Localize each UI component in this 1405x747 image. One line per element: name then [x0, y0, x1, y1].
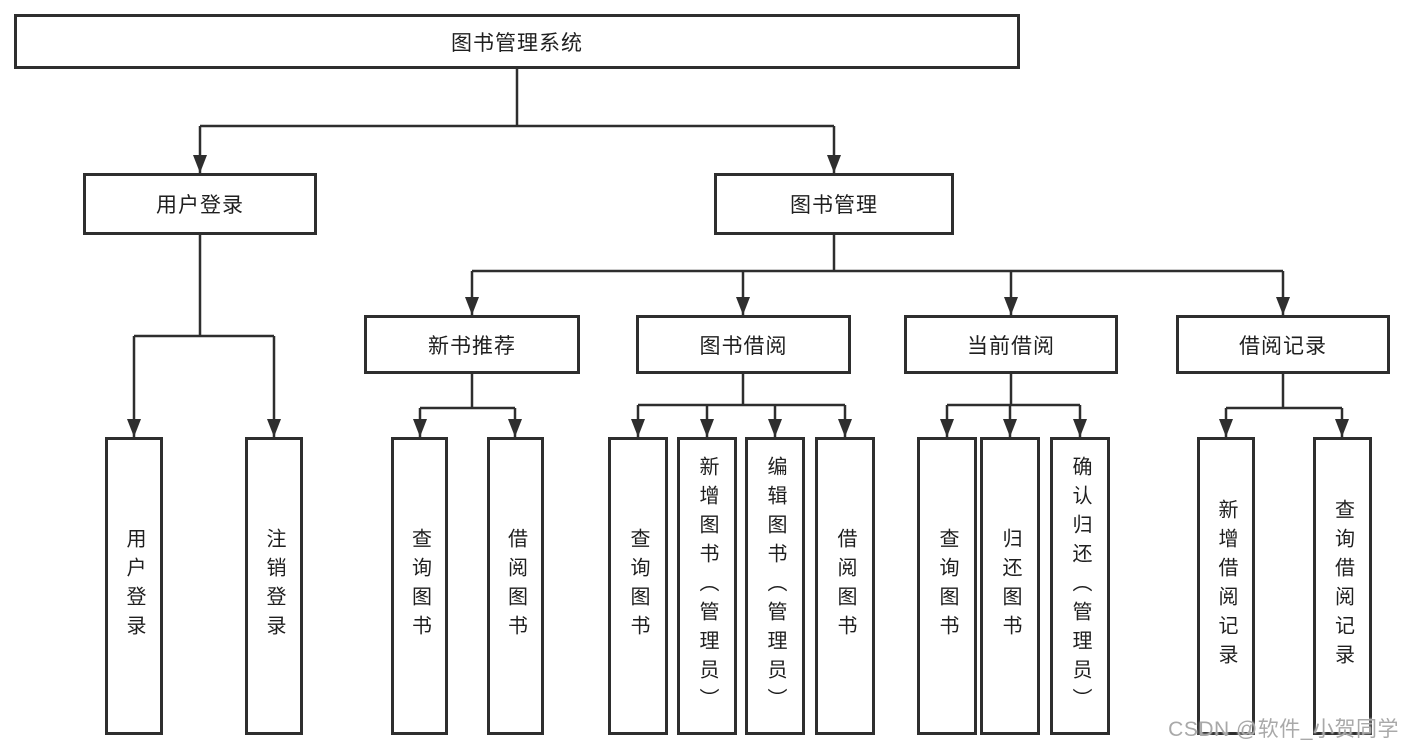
node-book-management: 图书管理: [714, 173, 954, 235]
node-label: 图书管理: [790, 194, 878, 217]
node-label: 图书借阅: [699, 334, 788, 358]
node-label: 注销登录: [263, 528, 285, 644]
node-new-book-recommend: 新书推荐: [364, 315, 580, 374]
node-label: 当前借阅: [967, 334, 1055, 358]
node-label: 编辑图书（管理员）: [764, 455, 786, 717]
node-book-borrow: 图书借阅: [636, 315, 851, 374]
node-label: 用户登录: [123, 528, 145, 644]
leaf-borrow-query-books: 查询图书: [608, 437, 668, 735]
node-label: 查询图书: [408, 528, 431, 644]
leaf-current-confirm-return-admin: 确认归还（管理员）: [1050, 437, 1110, 735]
node-label: 确认归还（管理员）: [1069, 455, 1091, 717]
node-current-borrow: 当前借阅: [904, 315, 1118, 374]
node-label: 新增图书（管理员）: [696, 455, 718, 717]
leaf-logout: 注销登录: [245, 437, 303, 735]
node-label: 新书推荐: [428, 334, 516, 358]
csdn-watermark: CSDN @软件_小贺同学: [1168, 718, 1399, 741]
leaf-user-login: 用户登录: [105, 437, 163, 735]
leaf-borrow-borrow-books: 借阅图书: [815, 437, 875, 735]
node-label: 归还图书: [999, 528, 1021, 644]
node-label: 借阅图书: [504, 528, 527, 644]
node-library-system: 图书管理系统: [14, 14, 1020, 69]
node-user-login: 用户登录: [83, 173, 317, 235]
node-borrow-records: 借阅记录: [1176, 315, 1390, 374]
node-label: 查询图书: [936, 528, 958, 644]
node-label: 用户登录: [156, 194, 244, 217]
leaf-recommend-borrow-books: 借阅图书: [487, 437, 544, 735]
node-label: 图书管理系统: [451, 31, 583, 55]
node-label: 新增借阅记录: [1215, 499, 1237, 673]
leaf-records-add-record: 新增借阅记录: [1197, 437, 1255, 735]
leaf-recommend-query-books: 查询图书: [391, 437, 448, 735]
leaf-borrow-add-books-admin: 新增图书（管理员）: [677, 437, 737, 735]
node-label: 查询借阅记录: [1331, 499, 1354, 673]
leaf-current-return-books: 归还图书: [980, 437, 1040, 735]
leaf-borrow-edit-books-admin: 编辑图书（管理员）: [745, 437, 805, 735]
node-label: 查询图书: [627, 528, 649, 644]
node-label: 借阅记录: [1239, 334, 1327, 358]
node-label: 借阅图书: [834, 528, 856, 644]
leaf-records-query-record: 查询借阅记录: [1313, 437, 1372, 735]
leaf-current-query-books: 查询图书: [917, 437, 977, 735]
